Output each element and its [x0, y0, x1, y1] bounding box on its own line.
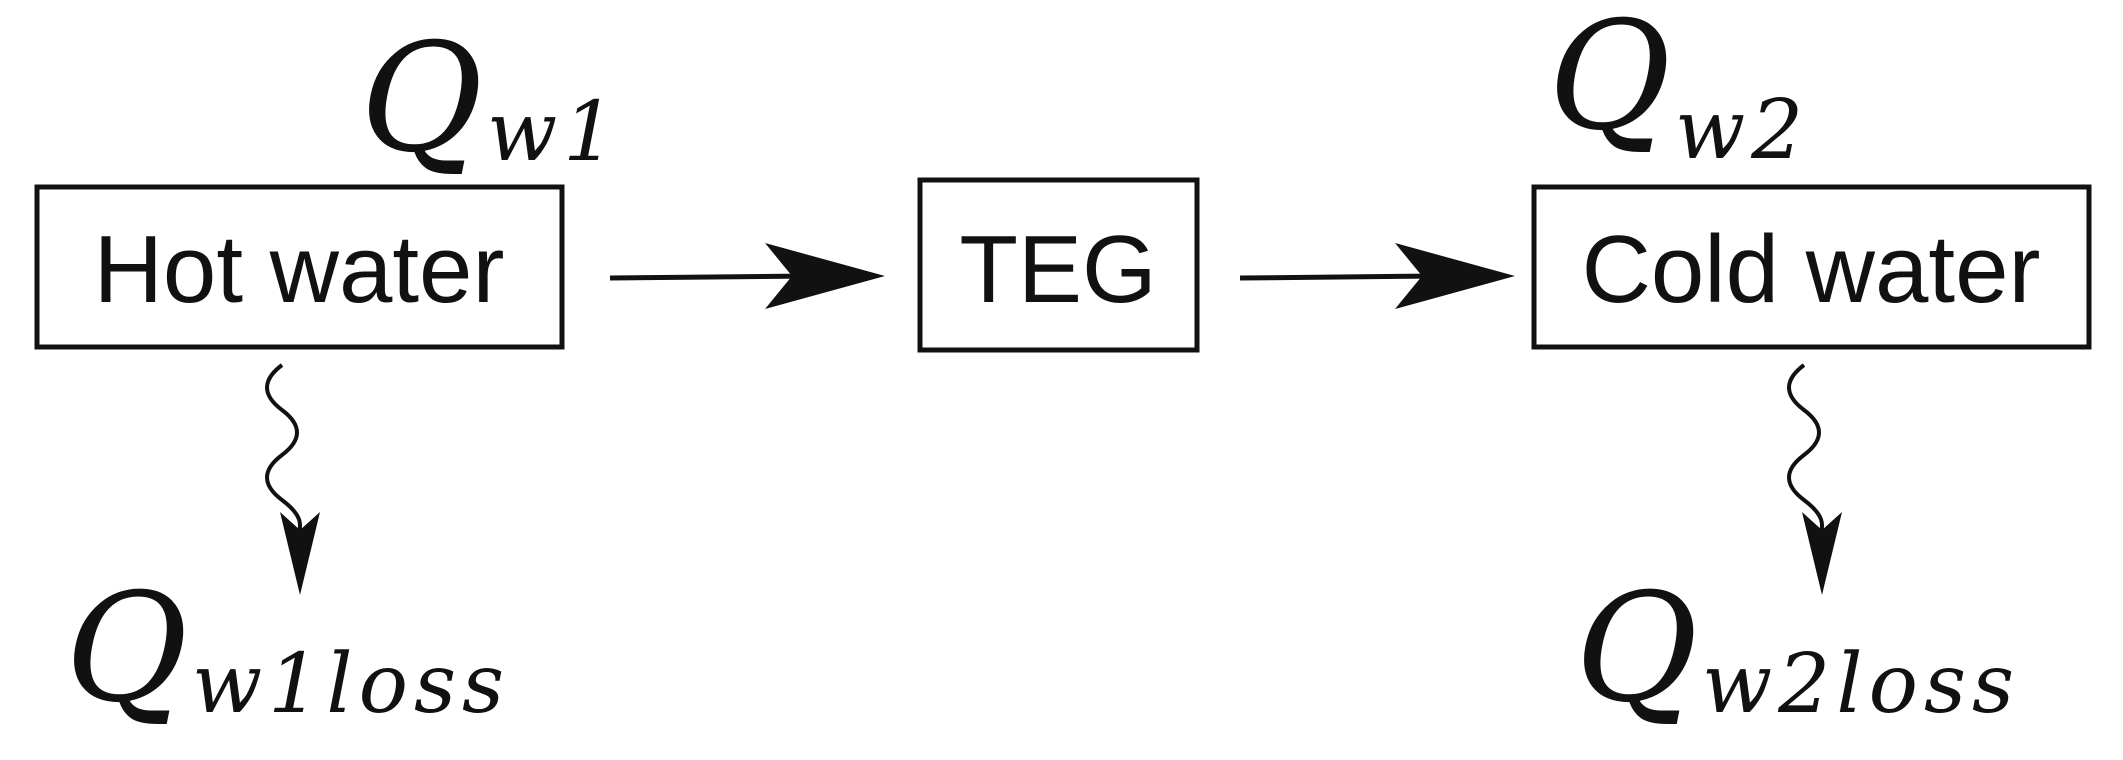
arrow-hot-to-teg — [609, 243, 885, 309]
teg-box — [917, 177, 1200, 353]
hot-water-node: Hot water — [34, 184, 565, 350]
arrow-teg-to-cold-line — [1239, 273, 1441, 281]
cold-water-box — [1531, 184, 2092, 350]
heat-loss-wave-cold — [1787, 363, 1824, 536]
arrow-teg-to-cold — [1239, 243, 1515, 309]
cold-water-node: Cold water — [1531, 184, 2092, 350]
arrow-teg-to-cold-head — [1395, 243, 1515, 309]
heat-loss-arrow-cold — [1787, 363, 1842, 595]
heat-loss-wave-hot — [265, 363, 302, 536]
q-w2-label: Qw2 — [1548, 0, 1809, 178]
hot-water-box — [34, 184, 565, 350]
arrow-hot-to-teg-head — [765, 243, 885, 309]
heat-loss-head-cold — [1802, 512, 1842, 595]
q-w2-loss-label: Qw2loss — [1575, 562, 2020, 736]
teg-label: TEG — [959, 216, 1156, 323]
hot-water-label: Hot water — [94, 216, 505, 323]
teg-node: TEG — [917, 177, 1200, 353]
heat-loss-arrow-hot — [265, 363, 320, 595]
arrow-hot-to-teg-line — [609, 273, 811, 281]
q-w1-loss-label: Qw1loss — [65, 562, 510, 736]
cold-water-label: Cold water — [1582, 216, 2041, 323]
q-w1-label: Qw1 — [360, 12, 621, 186]
heat-loss-head-hot — [280, 512, 320, 595]
